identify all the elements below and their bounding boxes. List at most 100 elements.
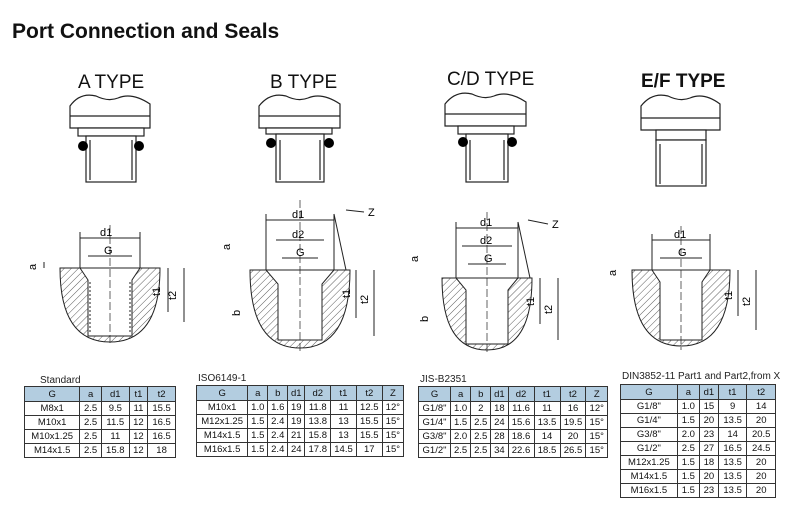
table-cell: 15.5	[355, 414, 383, 429]
table-cell: 1.5	[676, 413, 700, 428]
table-cell: 13	[330, 428, 357, 443]
table-cell: 23	[698, 483, 719, 498]
col-header: Z	[381, 385, 405, 401]
table-cell: 1.0	[247, 400, 269, 415]
col-header: G	[23, 386, 81, 402]
table-cell: G1/2"	[417, 443, 452, 458]
table-cell: 2.5	[470, 415, 492, 430]
table-cell: 24	[490, 415, 509, 430]
table-cell: 12	[128, 415, 149, 430]
table-cell: 20	[698, 413, 719, 428]
svg-text:d1: d1	[674, 229, 686, 241]
table-cell: 20	[746, 469, 776, 484]
table-cell: 16.5	[717, 441, 748, 456]
svg-text:a: a	[607, 269, 619, 276]
col-header: G	[620, 384, 678, 400]
table-cell: 16.5	[147, 429, 176, 444]
svg-text:d2: d2	[292, 229, 304, 241]
port-a-section	[43, 225, 185, 345]
table-cell: 24	[287, 442, 306, 457]
port-b-section	[249, 200, 375, 352]
svg-text:t1: t1	[723, 291, 735, 300]
table-cell: 15.6	[507, 415, 535, 430]
table-cell: 19	[287, 414, 306, 429]
col-header: t2	[746, 384, 776, 400]
table-cell: 1.5	[676, 469, 700, 484]
col-header: d1	[490, 386, 509, 402]
table-cell: 2.5	[676, 441, 700, 456]
table-cell: 15°	[585, 429, 608, 444]
table-cell: M12x1.25	[620, 455, 678, 470]
fitting-cd	[444, 92, 527, 183]
col-header: a	[676, 384, 700, 400]
svg-text:G: G	[678, 247, 687, 259]
svg-text:t2: t2	[167, 291, 179, 300]
table-cell: 15.8	[100, 443, 130, 458]
table-cell: 14	[533, 429, 561, 444]
table-cell: 2.4	[267, 428, 289, 443]
table-cell: G3/8"	[620, 427, 678, 442]
table-cell: 1.0	[676, 399, 700, 414]
table-cell: 2.4	[267, 442, 289, 457]
col-header: G	[417, 386, 452, 402]
table-cell: M10x1.25	[23, 429, 81, 444]
table-cell: M8x1	[23, 401, 81, 416]
table-cell: 16	[559, 401, 587, 416]
table-cell: 20	[746, 483, 776, 498]
svg-text:G: G	[484, 253, 493, 265]
table-cell: M14x1.5	[23, 443, 81, 458]
col-header: t1	[128, 386, 149, 402]
svg-text:a: a	[221, 243, 233, 250]
col-header: t1	[717, 384, 748, 400]
table-cell: 2.5	[470, 443, 492, 458]
table-cell: G1/8"	[417, 401, 452, 416]
page-title: Port Connection and Seals	[12, 20, 280, 43]
table-cell: 13.5	[717, 455, 748, 470]
table-cell: 1.6	[267, 400, 289, 415]
table-cell: G1/4"	[620, 413, 678, 428]
col-header: b	[267, 385, 289, 401]
table-cell: 18	[147, 443, 176, 458]
table-cell: 12°	[381, 400, 405, 415]
type-a-label: A TYPE	[78, 72, 145, 93]
svg-text:G: G	[296, 247, 305, 259]
table-cell: 14	[717, 427, 748, 442]
table-cell: 17	[355, 442, 383, 457]
svg-text:t1: t1	[525, 297, 537, 306]
table-cell: G3/8"	[417, 429, 452, 444]
table-cell: 13.5	[717, 483, 748, 498]
table-cell: 15.8	[304, 428, 332, 443]
table-cell: 12	[128, 443, 149, 458]
table-cell: 11.5	[100, 415, 130, 430]
col-header: G	[195, 385, 249, 401]
svg-text:a: a	[27, 263, 39, 270]
table-cell: 2	[470, 401, 492, 416]
table-cell: 12.5	[355, 400, 383, 415]
svg-text:t2: t2	[359, 295, 371, 304]
type-b-label: B TYPE	[270, 72, 338, 93]
col-header: d2	[507, 386, 535, 402]
svg-text:d1: d1	[292, 209, 304, 221]
svg-text:d2: d2	[480, 235, 492, 247]
table-cell: 12	[128, 429, 149, 444]
seal-a-left	[78, 141, 88, 151]
table-cell: 2.5	[79, 401, 102, 416]
col-header: d1	[287, 385, 306, 401]
table-cell: M10x1	[195, 400, 249, 415]
dim-d1-a: d1	[100, 227, 112, 239]
table-cell: 26.5	[559, 443, 587, 458]
table-cell: 12°	[585, 401, 608, 416]
col-header: Z	[585, 386, 608, 402]
table-cell: 15°	[381, 414, 405, 429]
col-header: a	[247, 385, 269, 401]
